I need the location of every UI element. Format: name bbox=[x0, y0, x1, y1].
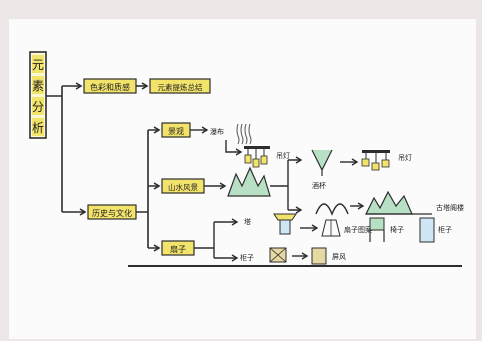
pagoda-icon bbox=[274, 214, 296, 234]
ancient-label: 古塔阁楼 bbox=[436, 203, 464, 212]
arch-icon bbox=[316, 204, 348, 214]
screen-source-label: 柜子 bbox=[240, 253, 254, 262]
lantern2-label: 吊灯 bbox=[398, 153, 412, 162]
lantern2-icon bbox=[362, 150, 390, 170]
node-summary-label: 元素提炼总结 bbox=[158, 82, 203, 92]
node-mountain-label: 山水风景 bbox=[168, 182, 198, 192]
chair-label: 椅子 bbox=[390, 225, 404, 234]
title-char-1: 元 bbox=[32, 58, 44, 72]
lantern-label: 吊灯 bbox=[276, 151, 290, 160]
branch-level2 bbox=[136, 127, 159, 251]
lantern-icon bbox=[244, 146, 270, 167]
node-history-label: 历史与文化 bbox=[92, 208, 132, 218]
node-history: 历史与文化 bbox=[88, 205, 136, 219]
screen-icon bbox=[312, 248, 326, 264]
fan-branch bbox=[194, 219, 237, 261]
waterfall-icon bbox=[237, 124, 251, 144]
node-mountain: 山水风景 bbox=[162, 179, 204, 193]
node-fan: 扇子 bbox=[162, 241, 194, 255]
fan-pattern-label: 扇子图案 bbox=[344, 225, 372, 234]
branch-level1 bbox=[46, 83, 85, 215]
screen-label: 屏风 bbox=[332, 253, 346, 261]
ancient-tower-icon bbox=[366, 192, 432, 214]
title-box: 元 素 分 析 bbox=[30, 52, 46, 138]
node-scenery-label: 景观 bbox=[168, 127, 184, 136]
node-scenery: 景观 bbox=[162, 123, 190, 137]
tower-label: 塔 bbox=[244, 217, 251, 226]
connector-summary bbox=[136, 83, 147, 89]
title-char-2: 素 bbox=[32, 79, 44, 93]
title-char-4: 析 bbox=[32, 121, 44, 135]
chair-icon bbox=[370, 218, 384, 242]
node-fan-label: 扇子 bbox=[170, 244, 186, 254]
node-shape: 色彩和质感 bbox=[84, 79, 136, 93]
waterfall-label: 瀑布 bbox=[210, 127, 224, 136]
node-summary: 元素提炼总结 bbox=[150, 79, 210, 93]
cabinet-icon bbox=[420, 218, 434, 242]
glass-icon bbox=[312, 150, 332, 176]
glass-to-lantern bbox=[340, 159, 357, 165]
mountain-icon bbox=[228, 168, 270, 196]
arch-to-tower bbox=[350, 203, 363, 209]
fan-pattern-icon bbox=[322, 220, 340, 236]
lattice-to-screen bbox=[292, 253, 307, 259]
title-char-3: 分 bbox=[32, 100, 44, 114]
tower-to-fanpattern bbox=[300, 225, 317, 231]
cabinet-label: 柜子 bbox=[438, 225, 452, 234]
glass-label: 酒杯 bbox=[312, 181, 326, 190]
node-shape-label: 色彩和质感 bbox=[90, 82, 130, 92]
lattice-icon bbox=[270, 248, 286, 262]
